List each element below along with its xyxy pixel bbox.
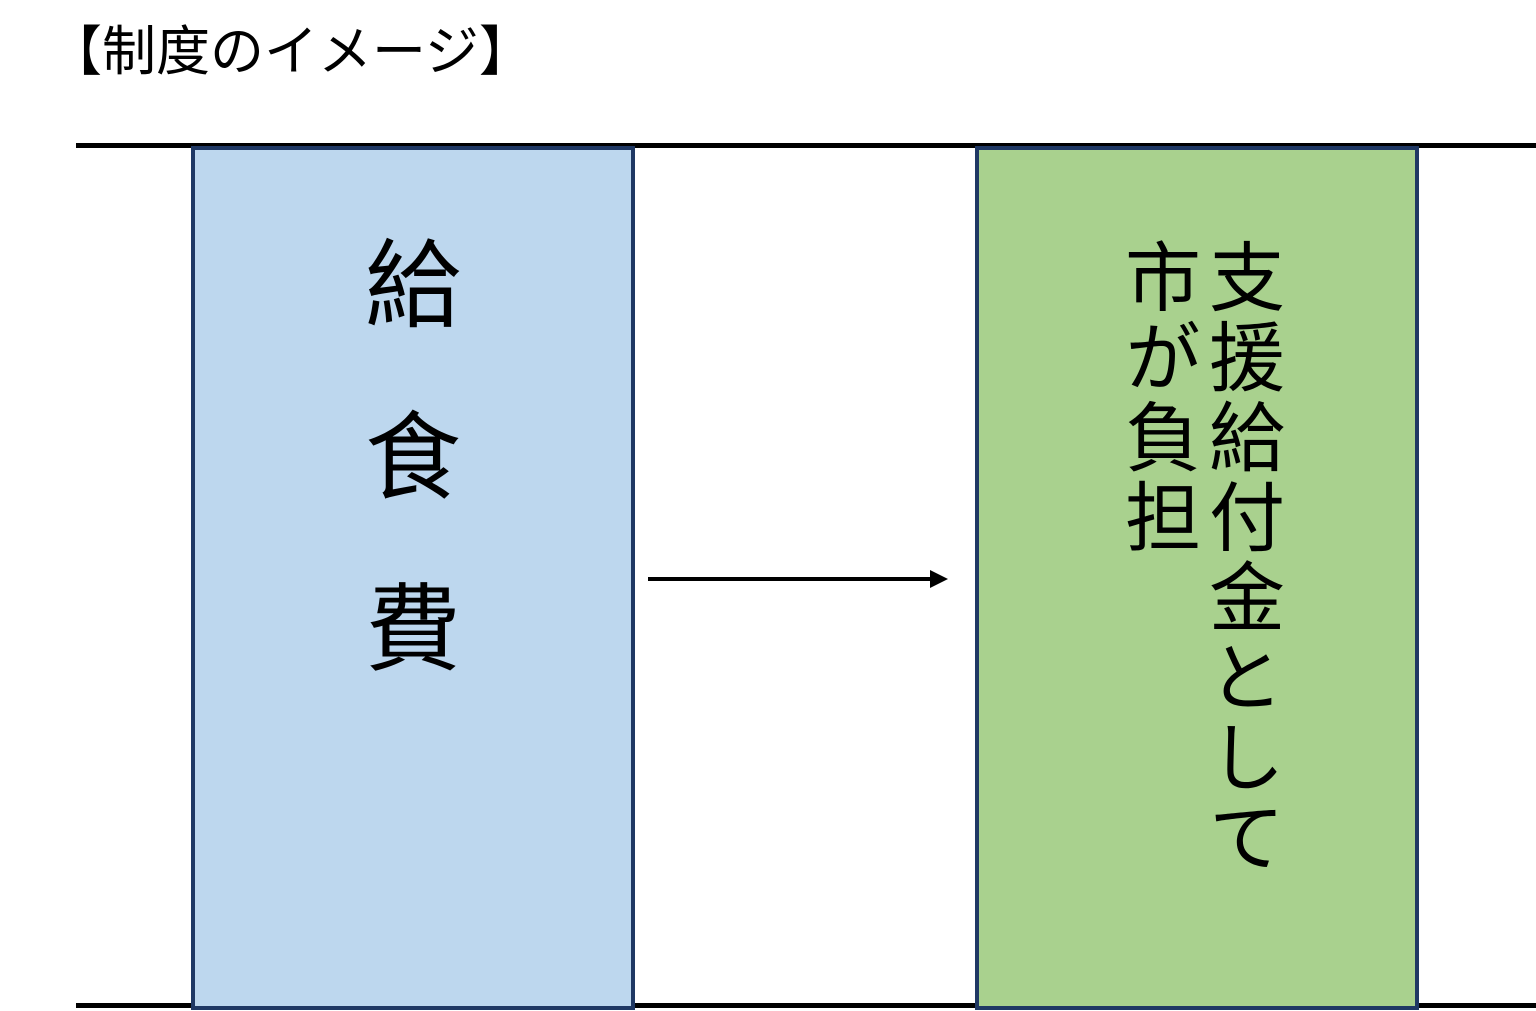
arrow-right-icon	[648, 570, 948, 588]
city-burden-text: 市が負担	[1112, 238, 1201, 558]
top-divider-line	[76, 143, 1536, 148]
support-payment-box: 支援給付金として 市が負担	[975, 146, 1419, 1010]
label-char-3: 費	[365, 574, 461, 686]
label-char-1: 給	[365, 230, 461, 342]
lunch-cost-label: 給 食 費	[195, 150, 631, 1006]
label-char-2: 食	[365, 402, 461, 514]
bottom-divider-line	[76, 1003, 1536, 1008]
support-payment-text: 支援給付金として	[1196, 238, 1285, 878]
diagram-title: 【制度のイメージ】	[48, 20, 533, 83]
school-lunch-cost-box: 給 食 費	[191, 146, 635, 1010]
